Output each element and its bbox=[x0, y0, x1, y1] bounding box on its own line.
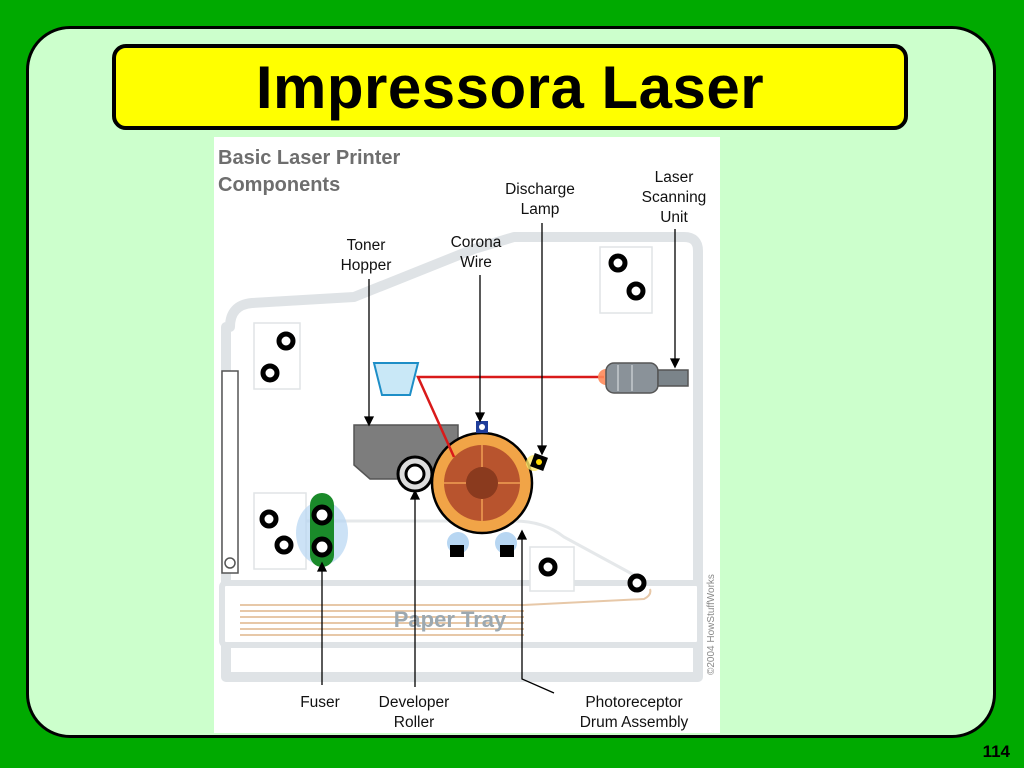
laser-printer-diagram: Paper Tray bbox=[214, 137, 720, 733]
paper-stack bbox=[240, 588, 652, 636]
developer-roller-label: Roller bbox=[394, 714, 434, 731]
roller bbox=[627, 573, 647, 593]
roller bbox=[276, 331, 296, 351]
slide-title: Impressora Laser bbox=[255, 53, 765, 121]
figure-heading-line1: Basic Laser Printer bbox=[218, 147, 401, 169]
paper-guide bbox=[221, 370, 239, 574]
roller bbox=[608, 253, 628, 273]
paper-tray-label: Paper Tray bbox=[394, 607, 507, 632]
transfer-rollers bbox=[447, 532, 517, 557]
drum-label: Photoreceptor bbox=[585, 694, 682, 711]
copyright-text: ©2004 HowStuffWorks bbox=[706, 574, 717, 675]
discharge-lamp bbox=[526, 453, 548, 471]
roller bbox=[259, 509, 279, 529]
fuser-assembly bbox=[296, 493, 348, 567]
laser-unit-label: Scanning bbox=[642, 189, 707, 206]
roller bbox=[626, 281, 646, 301]
roller bbox=[538, 557, 558, 577]
drum-label: Drum Assembly bbox=[580, 714, 689, 731]
discharge-lamp-label: Discharge bbox=[505, 181, 575, 198]
printer-housing bbox=[221, 232, 703, 682]
roller bbox=[274, 535, 294, 555]
corona-wire-label: Corona bbox=[451, 234, 502, 251]
slide-number: 114 bbox=[982, 742, 1010, 761]
toner-hopper-label: Hopper bbox=[341, 257, 392, 274]
roller bbox=[260, 363, 280, 383]
laser-unit-label: Laser bbox=[655, 169, 694, 186]
fuser-label: Fuser bbox=[300, 694, 340, 711]
laser-unit-label: Unit bbox=[660, 209, 688, 226]
corona-wire-label: Wire bbox=[460, 254, 492, 271]
laser-scanning-unit bbox=[598, 362, 689, 394]
toner-hopper-label: Toner bbox=[347, 237, 386, 254]
discharge-lamp-label: Lamp bbox=[521, 201, 560, 218]
corona-wire-unit bbox=[476, 421, 488, 433]
developer-roller-label: Developer bbox=[379, 694, 450, 711]
laser-mirror bbox=[372, 362, 420, 396]
title-box: Impressora Laser bbox=[112, 44, 908, 130]
developer-roller bbox=[396, 455, 434, 493]
figure-heading-line2: Components bbox=[218, 174, 340, 196]
photoreceptor-drum bbox=[430, 431, 534, 535]
